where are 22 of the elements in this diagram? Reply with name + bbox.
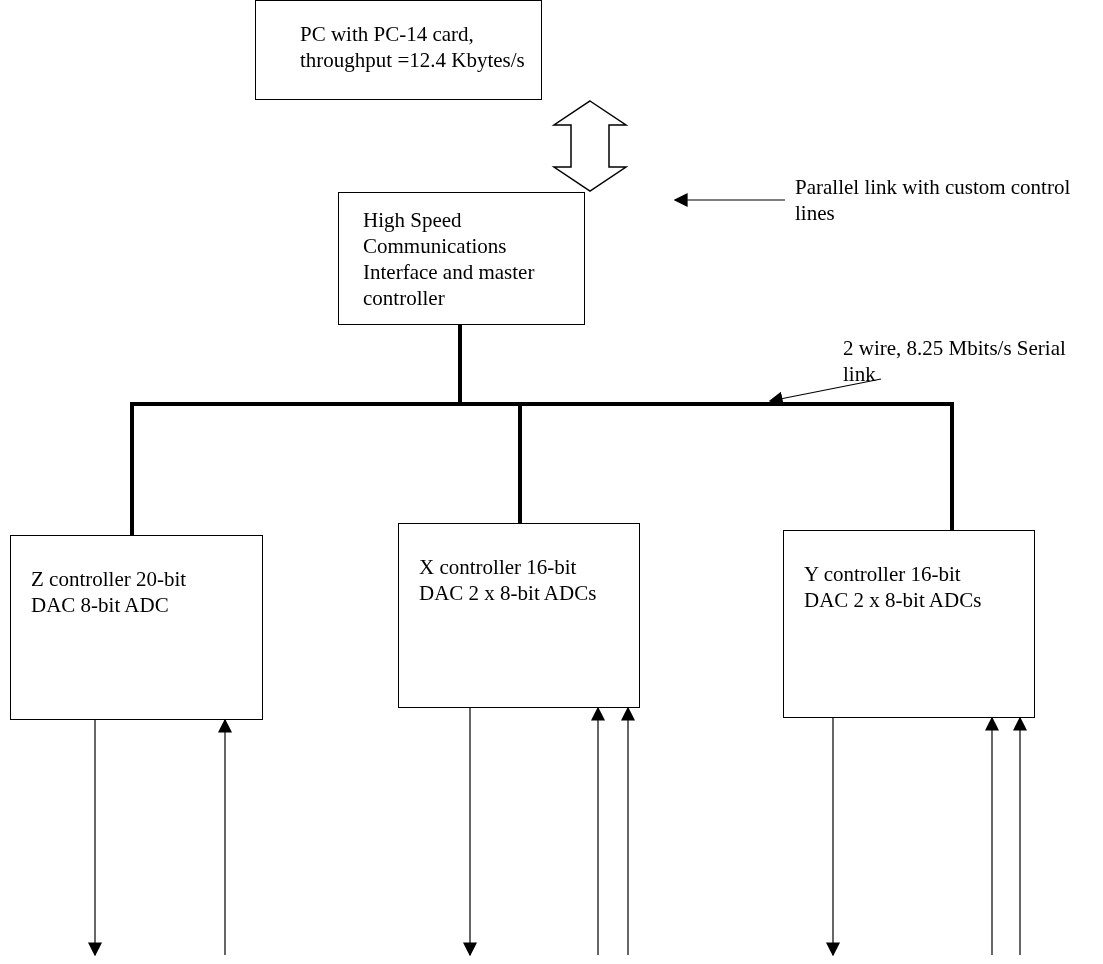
box-label: Z controller 20-bit DAC 8-bit ADC bbox=[31, 566, 188, 618]
annotation-text: Parallel link with custom control lines bbox=[795, 174, 1072, 226]
signal-arrow bbox=[591, 706, 605, 956]
box-label: High Speed Communications Interface and master controller bbox=[363, 207, 536, 311]
signal-arrow bbox=[826, 717, 840, 957]
signal-arrow bbox=[621, 706, 635, 956]
box-label: Y controller 16-bit DAC 2 x 8-bit ADCs bbox=[804, 561, 983, 613]
signal-arrow bbox=[463, 707, 477, 957]
signal-arrow bbox=[88, 719, 102, 957]
process-box bbox=[10, 535, 263, 720]
signal-arrow bbox=[1013, 716, 1027, 956]
box-label: PC with PC-14 card, throughput =12.4 Kbytes/s bbox=[300, 21, 526, 73]
annotation-text: 2 wire, 8.25 Mbits/s Serial link bbox=[843, 335, 1067, 387]
double-arrow bbox=[551, 100, 629, 192]
signal-arrow bbox=[218, 718, 232, 956]
box-label: X controller 16-bit DAC 2 x 8-bit ADCs bbox=[419, 554, 598, 606]
process-box bbox=[255, 0, 542, 100]
process-box bbox=[783, 530, 1035, 718]
process-box bbox=[338, 192, 585, 325]
signal-arrow bbox=[985, 716, 999, 956]
process-box bbox=[398, 523, 640, 708]
leader-line bbox=[673, 193, 786, 207]
